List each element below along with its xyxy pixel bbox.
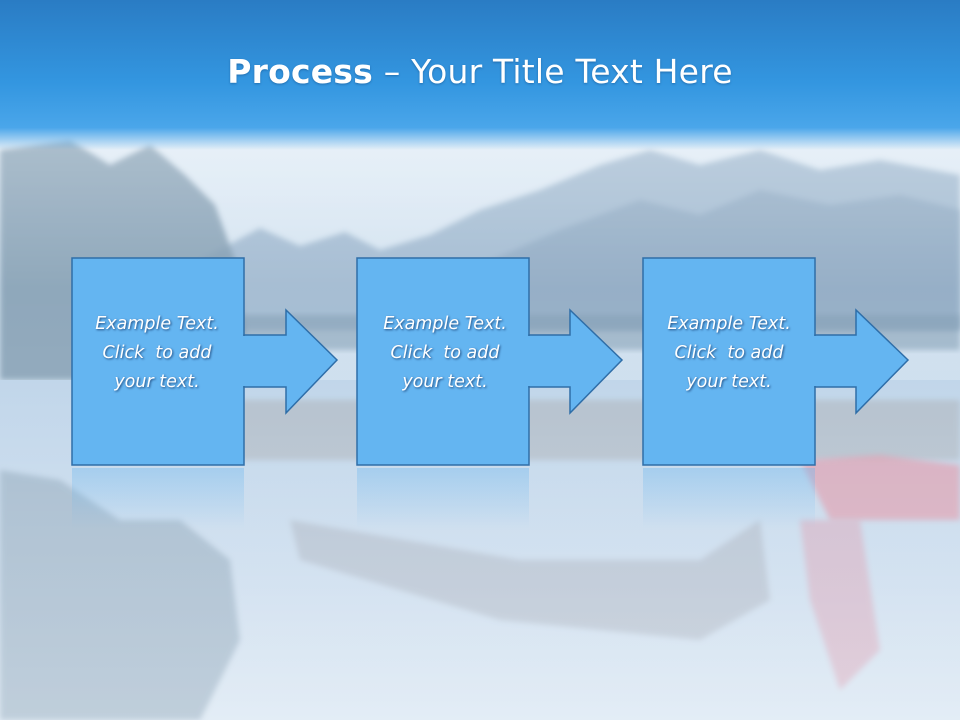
slide-title[interactable]: Process – Your Title Text Here <box>0 52 960 91</box>
title-rest: Your Title Text Here <box>411 52 733 91</box>
title-bold: Process <box>227 52 373 91</box>
step-1-line-1: Example Text. <box>95 314 219 334</box>
process-step-2[interactable] <box>356 257 624 528</box>
step-reflection <box>357 468 529 528</box>
step-box <box>642 257 816 466</box>
step-2-line-2: Click to add <box>390 343 500 363</box>
step-3-line-2: Click to add <box>674 343 784 363</box>
title-dash: – <box>373 52 412 91</box>
step-reflection <box>72 468 244 528</box>
step-box <box>71 257 245 466</box>
step-1-line-3: your text. <box>114 372 200 392</box>
arrow-right-icon <box>528 308 624 415</box>
step-3-line-1: Example Text. <box>667 314 791 334</box>
step-2-text[interactable]: Example Text. Click to add your text. <box>360 310 530 397</box>
arrow-right-icon <box>243 308 339 415</box>
step-3-text[interactable]: Example Text. Click to add your text. <box>644 310 814 397</box>
step-box <box>356 257 530 466</box>
title-band <box>0 0 960 150</box>
step-2-line-3: your text. <box>402 372 488 392</box>
step-1-line-2: Click to add <box>102 343 212 363</box>
arrow-right-icon <box>814 308 910 415</box>
process-step-3[interactable] <box>642 257 910 528</box>
step-3-line-3: your text. <box>686 372 772 392</box>
process-step-1[interactable] <box>71 257 339 528</box>
step-2-line-1: Example Text. <box>383 314 507 334</box>
step-reflection <box>643 468 815 528</box>
step-1-text[interactable]: Example Text. Click to add your text. <box>72 310 242 397</box>
